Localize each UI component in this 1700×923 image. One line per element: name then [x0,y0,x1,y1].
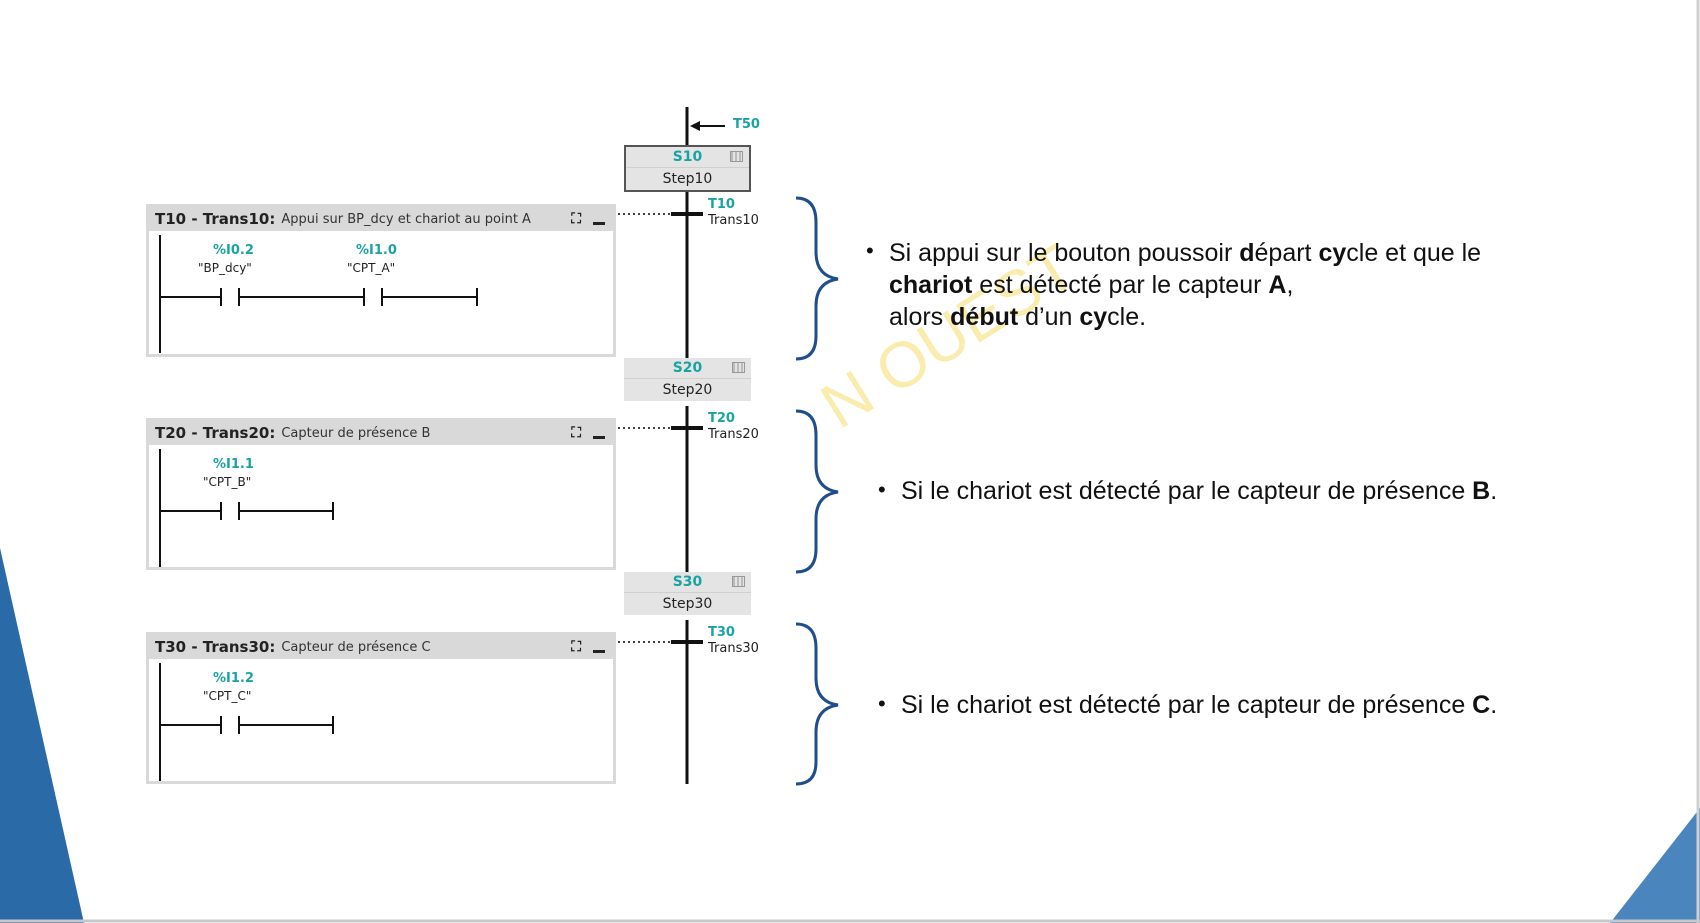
grid-icon [732,576,745,587]
ladder-rung [159,663,334,781]
fit-to-window-icon[interactable]: ⛶ [571,425,581,441]
right-corner-triangle [1610,808,1700,923]
fit-to-window-icon[interactable]: ⛶ [571,639,581,655]
step-s10[interactable]: S10 Step10 [624,145,751,192]
panel-description: Capteur de présence C [281,639,431,655]
panel-description: Appui sur BP_dcy et chariot au point A [281,211,531,227]
contact-address: %I1.2 [213,671,254,686]
curly-brace-3 [795,622,839,786]
contact-tag: "CPT_B" [203,475,252,489]
step-number: S30 [672,574,703,590]
contact-address: %I1.1 [213,457,254,472]
transition-panel-t30[interactable]: T30 - Trans30: Capteur de présence C ⛶ %… [146,632,616,784]
panel-description: Capteur de présence B [281,425,431,441]
step-name: Step10 [662,171,713,187]
step-name: Step30 [662,596,713,612]
bullet-1: • [866,238,874,263]
transition-label-t30[interactable]: T30 Trans30 [708,625,759,656]
minimize-icon[interactable] [593,221,605,225]
curly-brace-1 [795,196,839,361]
panel-header: T30 - Trans30: Capteur de présence C ⛶ [149,635,613,659]
step-number: S20 [672,360,703,376]
minimize-icon[interactable] [593,435,605,439]
grid-icon [732,362,745,373]
contact-address: %I0.2 [213,243,254,258]
entry-transition-label: T50 [733,117,760,132]
jump-arrow-head [690,121,700,131]
step-number: S10 [672,149,703,165]
panel-header: T10 - Trans10: Appui sur BP_dcy et chari… [149,207,613,231]
bullet-2: • [878,477,886,502]
explanation-1: Si appui sur le bouton poussoir départ c… [889,239,1482,331]
step-s30[interactable]: S30 Step30 [624,572,751,615]
transition-panel-t20[interactable]: T20 - Trans20: Capteur de présence B ⛶ %… [146,418,616,570]
left-corner-triangle [0,548,84,923]
contact-tag: "BP_dcy" [198,261,252,275]
bullet-3: • [878,691,886,716]
transition-panel-t10[interactable]: T10 - Trans10: Appui sur BP_dcy et chari… [146,204,616,357]
panel-title: T30 - Trans30: [155,638,276,656]
explanation-3: Si le chariot est détecté par le capteur… [901,691,1498,719]
step-s20[interactable]: S20 Step20 [624,358,751,401]
ladder-rung [159,449,334,567]
explanation-2: Si le chariot est détecté par le capteur… [901,477,1498,505]
contact-tag: "CPT_C" [203,689,252,703]
transition-label-t20[interactable]: T20 Trans20 [708,411,759,442]
curly-brace-2 [795,409,839,574]
panel-title: T10 - Trans10: [155,210,276,228]
transition-label-t10[interactable]: T10 Trans10 [708,197,759,228]
step-name: Step20 [662,382,713,398]
grid-icon [730,151,743,162]
fit-to-window-icon[interactable]: ⛶ [571,211,581,227]
contact-tag: "CPT_A" [347,261,396,275]
panel-header: T20 - Trans20: Capteur de présence B ⛶ [149,421,613,445]
minimize-icon[interactable] [593,649,605,653]
panel-title: T20 - Trans20: [155,424,276,442]
contact-address: %I1.0 [356,243,397,258]
ladder-rung [159,235,478,353]
